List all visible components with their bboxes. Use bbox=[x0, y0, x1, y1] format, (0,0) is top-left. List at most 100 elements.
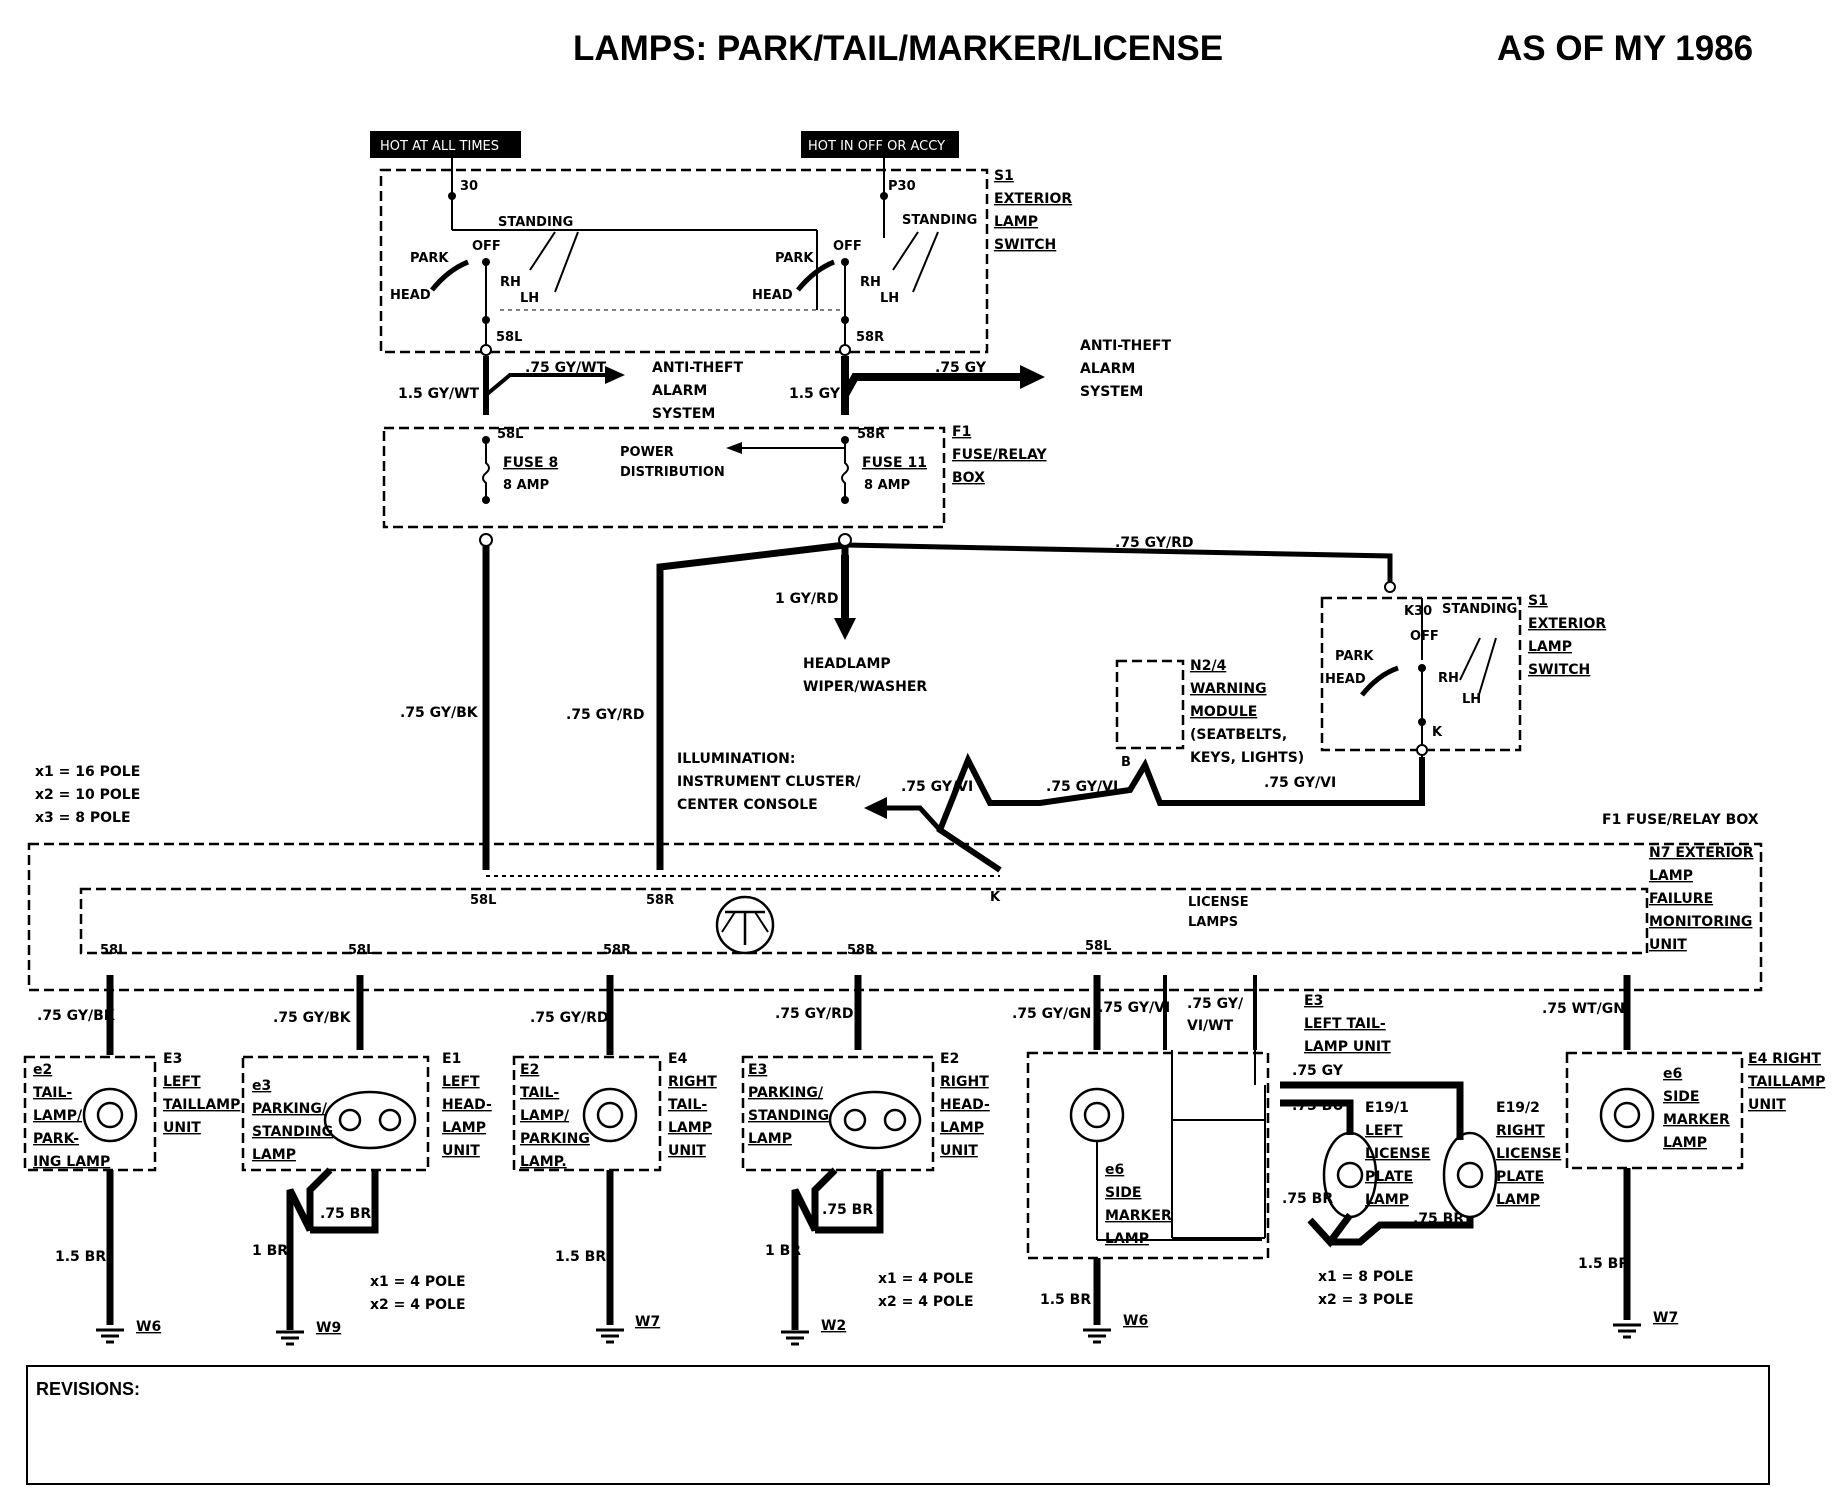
pin-k-n7: K bbox=[990, 890, 1001, 905]
ground-w7-a: W7 bbox=[635, 1314, 660, 1330]
wire-075-gy-vi-c: .75 GY/VI bbox=[1264, 775, 1336, 791]
warning-module-pin-b: B bbox=[1121, 755, 1131, 770]
anti-theft-right-l3: SYSTEM bbox=[1080, 384, 1143, 400]
license-internal-wires bbox=[1096, 1050, 1266, 1241]
wire-15-gy: 1.5 GY bbox=[789, 386, 841, 402]
wire-075-bu: .75 BU bbox=[1292, 1098, 1344, 1114]
pin-58l-a: 58L bbox=[100, 943, 126, 958]
e1-unit-u1: LEFT bbox=[442, 1074, 480, 1090]
switch-l3: SWITCH bbox=[994, 237, 1056, 253]
e19-2-l1: RIGHT bbox=[1496, 1123, 1545, 1139]
side-right-l3: LAMP bbox=[1663, 1135, 1707, 1151]
warning-module-l4: KEYS, LIGHTS) bbox=[1190, 750, 1304, 766]
e3-unit-u3: UNIT bbox=[163, 1120, 201, 1136]
fuse-58r: 58R bbox=[857, 427, 885, 442]
pin-k-s1r: K bbox=[1432, 725, 1443, 740]
e3-lamp-l3: PARK- bbox=[33, 1131, 79, 1147]
pin-k30: K30 bbox=[1404, 604, 1432, 619]
side-right-l2: MARKER bbox=[1663, 1112, 1730, 1128]
wire-15-br-c: 1.5 BR bbox=[1040, 1292, 1091, 1308]
fuse-box-l2: BOX bbox=[952, 470, 985, 486]
wire-075-br-b: .75 BR bbox=[1413, 1211, 1464, 1227]
side-right-id: e6 bbox=[1663, 1066, 1682, 1082]
e4-unit-u4: UNIT bbox=[668, 1143, 706, 1159]
wire-075-br-a: .75 BR bbox=[1282, 1191, 1333, 1207]
e19-1-l2: LICENSE bbox=[1365, 1146, 1430, 1162]
switch-id: S1 bbox=[994, 168, 1014, 184]
fuse-relay-box bbox=[382, 426, 946, 529]
wire-15-br-d: 1.5 BR bbox=[1578, 1256, 1629, 1272]
e4-unit-id: E4 bbox=[668, 1051, 688, 1067]
n7-l1: LAMP bbox=[1649, 868, 1693, 884]
e2-unit-u3: LAMP bbox=[940, 1120, 984, 1136]
wire-075-gy-wt: .75 GY/WT bbox=[525, 360, 607, 376]
lamp-drop-wires bbox=[106, 975, 1631, 1055]
wire-15-br-a: 1.5 BR bbox=[55, 1249, 106, 1265]
revisions-label: REVISIONS: bbox=[36, 1379, 141, 1399]
ground-w2: W2 bbox=[821, 1318, 846, 1334]
switch-right-id: S1 bbox=[1528, 593, 1548, 609]
ground-wires bbox=[106, 1167, 1631, 1330]
e1-unit-u2: HEAD- bbox=[442, 1097, 492, 1113]
ground-symbols bbox=[96, 1323, 1641, 1346]
pin-30: 30 bbox=[460, 179, 478, 194]
standing-label-right: STANDING bbox=[902, 213, 977, 228]
e4-unit-u2: TAIL- bbox=[668, 1097, 707, 1113]
e19-2-l4: LAMP bbox=[1496, 1192, 1540, 1208]
side-left-l3: LAMP bbox=[1105, 1231, 1149, 1247]
hot-always-label: HOT AT ALL TIMES bbox=[380, 139, 499, 154]
rh-label-right: RH bbox=[860, 275, 881, 290]
rh-label-left: RH bbox=[500, 275, 521, 290]
e4-unit-u3: LAMP bbox=[668, 1120, 712, 1136]
e4-right-taillamp-unit-box bbox=[1565, 1051, 1744, 1170]
anti-theft-left-l1: ANTI-THEFT bbox=[652, 360, 743, 376]
head-label-right: HEAD bbox=[752, 288, 793, 303]
switch-right-l2: LAMP bbox=[1528, 639, 1572, 655]
n7-id: N7 EXTERIOR bbox=[1649, 845, 1754, 861]
head-label-left: HEAD bbox=[390, 288, 431, 303]
wire-075-gy-bk-trunk: .75 GY/BK bbox=[400, 705, 479, 721]
pole-note-a2: x2 = 4 POLE bbox=[370, 1297, 466, 1313]
e2-lamp-id: E3 bbox=[748, 1062, 767, 1078]
e19-2-l3: PLATE bbox=[1496, 1169, 1544, 1185]
lh-label-right: LH bbox=[880, 291, 899, 306]
transistor-symbol bbox=[715, 895, 775, 955]
switch-l2: LAMP bbox=[994, 214, 1038, 230]
warning-module-l2: MODULE bbox=[1190, 704, 1257, 720]
wire-gy-vi-wt-a: .75 GY/ bbox=[1187, 996, 1244, 1012]
off-label-left: OFF bbox=[472, 239, 501, 254]
license-lamp-wires bbox=[1280, 1081, 1474, 1248]
e19-1-l4: LAMP bbox=[1365, 1192, 1409, 1208]
revisions-box: REVISIONS: bbox=[26, 1365, 1770, 1485]
wire-gy-rd-e2: .75 GY/RD bbox=[775, 1006, 854, 1022]
wire-wt-gn: .75 WT/GN bbox=[1542, 1001, 1625, 1017]
wire-075-br-e2: .75 BR bbox=[822, 1202, 873, 1218]
fuse-8-label: FUSE 8 bbox=[503, 455, 558, 471]
e3-unit-id: E3 bbox=[163, 1051, 182, 1067]
fuse-relay-box-lower bbox=[27, 842, 1763, 992]
wire-1-gy-rd: 1 GY/RD bbox=[775, 591, 838, 607]
hot-always-tag bbox=[370, 131, 521, 158]
license-lamps-l1: LICENSE bbox=[1188, 895, 1249, 910]
model-year: AS OF MY 1986 bbox=[1497, 29, 1753, 68]
wire-gy-vi-wt-b: VI/WT bbox=[1187, 1018, 1234, 1034]
e2-lamp-l2: STANDING bbox=[748, 1108, 829, 1124]
fuse-58l: 58L bbox=[497, 427, 523, 442]
e1-left-headlamp-box bbox=[241, 1055, 430, 1172]
wire-075-gy-rd-trunk: .75 GY/RD bbox=[566, 707, 645, 723]
pole-note-c1: x1 = 8 POLE bbox=[1318, 1269, 1414, 1285]
pole-note-b2: x2 = 4 POLE bbox=[878, 1294, 974, 1310]
e4-lamp-l3: PARKING bbox=[520, 1131, 590, 1147]
e4-lamp-l1: TAIL- bbox=[520, 1085, 559, 1101]
wire-075-gy-vi-a: .75 GY/VI bbox=[901, 779, 973, 795]
pin-58l-d: 58L bbox=[470, 893, 496, 908]
ground-w7-b: W7 bbox=[1653, 1310, 1678, 1326]
warning-module-l1: WARNING bbox=[1190, 681, 1267, 697]
e4-lamp-l2: LAMP/ bbox=[520, 1108, 570, 1124]
e2-lamp-l1: PARKING/ bbox=[748, 1085, 824, 1101]
wire-1-br-a: 1 BR bbox=[252, 1243, 288, 1259]
wire-15-gy-wt: 1.5 GY/WT bbox=[398, 386, 480, 402]
e2-unit-id: E2 bbox=[940, 1051, 959, 1067]
wire-15-br-b: 1.5 BR bbox=[555, 1249, 606, 1265]
